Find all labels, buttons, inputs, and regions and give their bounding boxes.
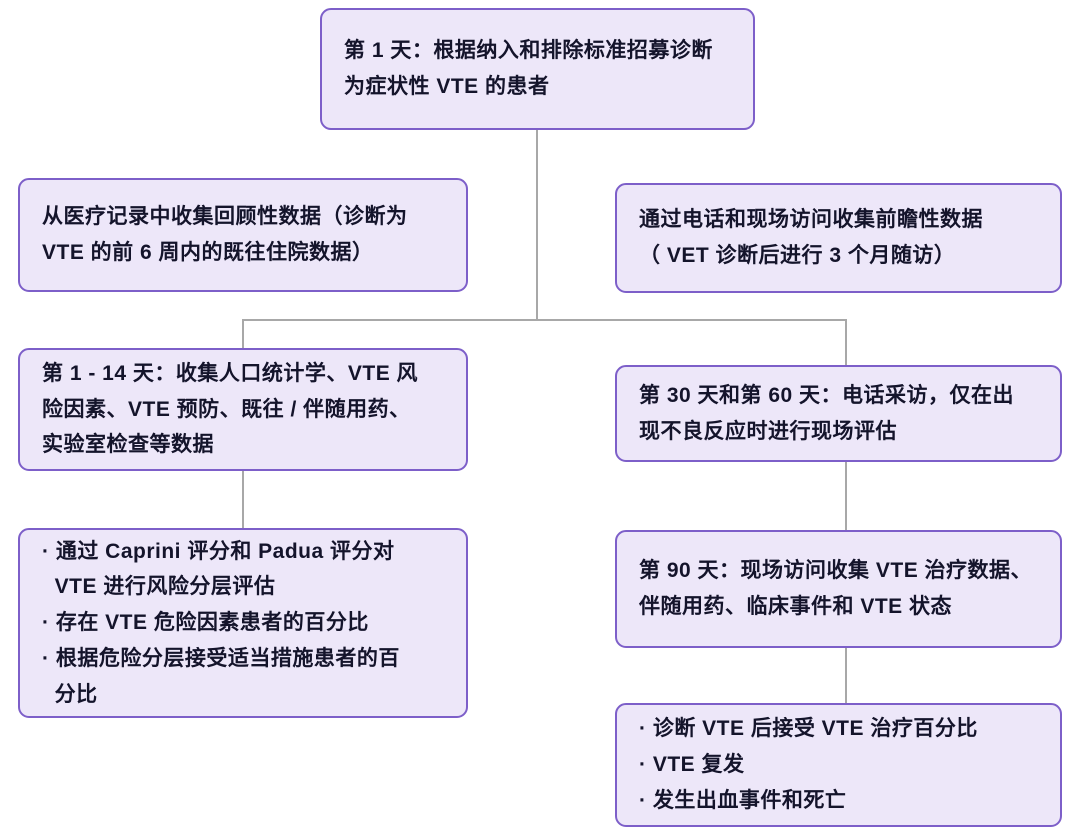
connector-day90-to-outcomes <box>845 647 847 704</box>
node-day1-recruitment: 第 1 天：根据纳入和排除标准招募诊断 为症状性 VTE 的患者 <box>320 8 755 130</box>
node-outcomes-text: · 诊断 VTE 后接受 VTE 治疗百分比 · VTE 复发 · 发生出血事件… <box>639 717 978 812</box>
node-prospective-data: 通过电话和现场访问收集前瞻性数据 （ VET 诊断后进行 3 个月随访） <box>615 183 1062 293</box>
connector-day1-14-to-risk <box>242 471 244 529</box>
node-prospective-data-text: 通过电话和现场访问收集前瞻性数据 （ VET 诊断后进行 3 个月随访） <box>639 208 983 267</box>
node-day1-14-collection: 第 1 - 14 天：收集人口统计学、VTE 风 险因素、VTE 预防、既往 /… <box>18 348 468 471</box>
node-outcomes: · 诊断 VTE 后接受 VTE 治疗百分比 · VTE 复发 · 发生出血事件… <box>615 703 1062 827</box>
connector-branch-to-day30-60 <box>845 319 847 366</box>
connector-day1-to-branch <box>536 130 538 321</box>
node-day90-visit-text: 第 90 天：现场访问收集 VTE 治疗数据、 伴随用药、临床事件和 VTE 状… <box>639 559 1033 618</box>
node-day90-visit: 第 90 天：现场访问收集 VTE 治疗数据、 伴随用药、临床事件和 VTE 状… <box>615 530 1062 648</box>
node-risk-stratification: · 通过 Caprini 评分和 Padua 评分对 VTE 进行风险分层评估 … <box>18 528 468 718</box>
connector-branch-horizontal <box>242 319 847 321</box>
node-day30-60-interview: 第 30 天和第 60 天：电话采访，仅在出 现不良反应时进行现场评估 <box>615 365 1062 462</box>
connector-branch-to-day1-14 <box>242 319 244 349</box>
node-day1-recruitment-text: 第 1 天：根据纳入和排除标准招募诊断 为症状性 VTE 的患者 <box>344 39 713 98</box>
node-retrospective-data: 从医疗记录中收集回顾性数据（诊断为 VTE 的前 6 周内的既往住院数据） <box>18 178 468 292</box>
node-day1-14-collection-text: 第 1 - 14 天：收集人口统计学、VTE 风 险因素、VTE 预防、既往 /… <box>42 361 419 457</box>
node-day30-60-interview-text: 第 30 天和第 60 天：电话采访，仅在出 现不良反应时进行现场评估 <box>639 383 1015 443</box>
node-risk-stratification-text: · 通过 Caprini 评分和 Padua 评分对 VTE 进行风险分层评估 … <box>42 539 400 706</box>
connector-day30-60-to-day90 <box>845 461 847 531</box>
node-retrospective-data-text: 从医疗记录中收集回顾性数据（诊断为 VTE 的前 6 周内的既往住院数据） <box>42 205 408 264</box>
